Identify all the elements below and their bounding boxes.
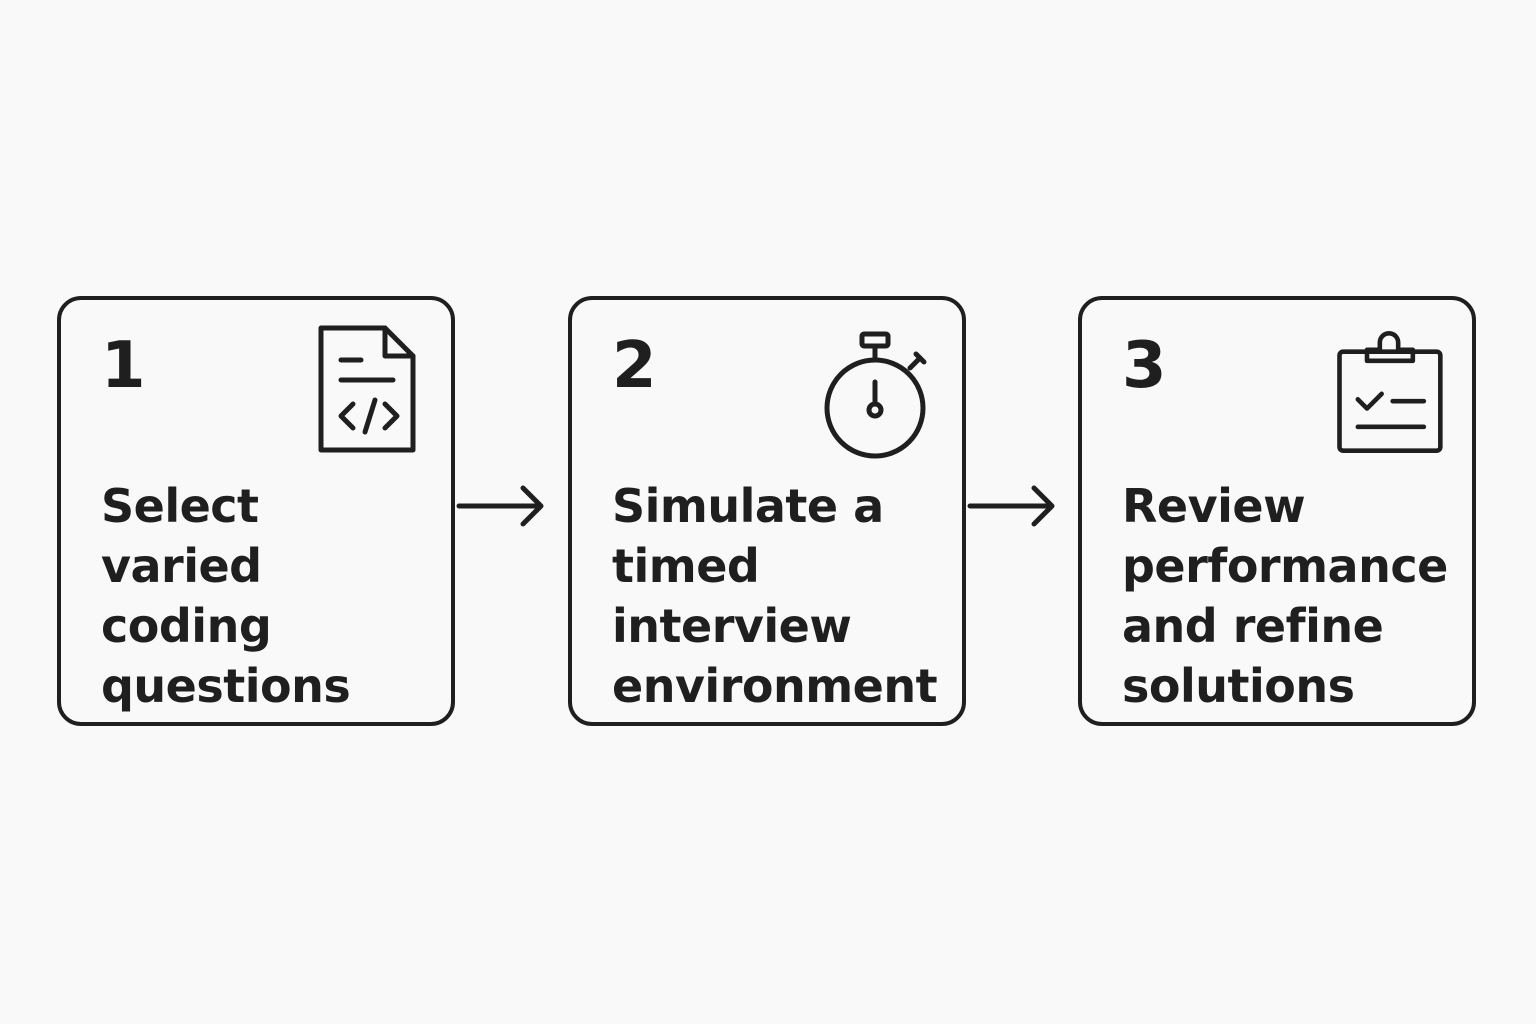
clipboard-checklist-icon: [1334, 324, 1444, 460]
stopwatch-icon: [824, 324, 934, 460]
step-description: Select varied coding questions: [101, 479, 351, 713]
step-number: 3: [1122, 329, 1167, 403]
step-number: 2: [612, 329, 657, 403]
step-description: Simulate a timed interview environment: [612, 479, 938, 713]
code-file-icon: [313, 324, 423, 460]
step-card-1: 1 Select varied coding questions: [57, 296, 455, 726]
step-card-2: 2 Simulate a timed interview environment: [568, 296, 966, 726]
arrow-right-icon: [966, 480, 1066, 532]
step-card-3: 3 Review performance and refine solution…: [1078, 296, 1476, 726]
step-number: 1: [101, 329, 146, 403]
step-description: Review performance and refine solutions: [1122, 479, 1448, 713]
arrow-right-icon: [455, 480, 555, 532]
